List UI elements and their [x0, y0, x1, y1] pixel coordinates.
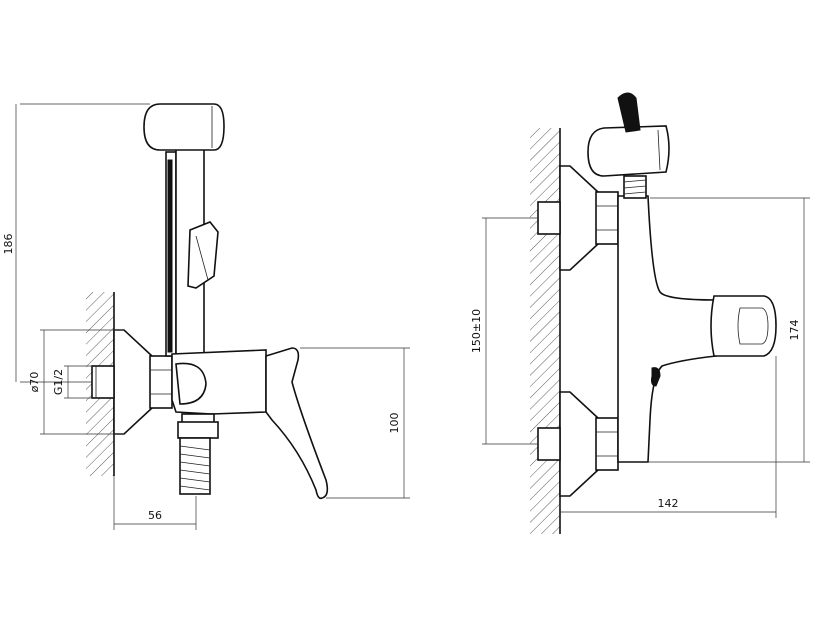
dim-56: 56 — [148, 509, 162, 522]
wall-hatch-right — [530, 128, 560, 534]
flange-lower — [559, 391, 599, 497]
dim-thread: G1/2 — [52, 369, 65, 395]
mixer-body-right — [617, 195, 717, 463]
hand-shower-left — [143, 103, 225, 151]
handle-right — [710, 295, 777, 357]
flange-upper — [559, 165, 599, 271]
dim-150: 150±10 — [470, 309, 483, 353]
hand-shower-handle — [617, 92, 641, 133]
flex-hose — [179, 437, 211, 495]
side-view-left: 186 ø70 G1/2 100 56 — [2, 103, 410, 530]
dim-174: 174 — [788, 320, 801, 341]
nut-left — [149, 355, 173, 409]
dim-142: 142 — [658, 497, 679, 510]
flange-left — [113, 329, 153, 435]
dim-diameter-70: ø70 — [28, 372, 41, 393]
dim-186: 186 — [2, 234, 15, 255]
shower-holder — [587, 125, 670, 177]
front-view-right: 150±10 174 142 — [470, 92, 810, 534]
lever-handle — [265, 347, 329, 500]
dim-100: 100 — [388, 413, 401, 434]
